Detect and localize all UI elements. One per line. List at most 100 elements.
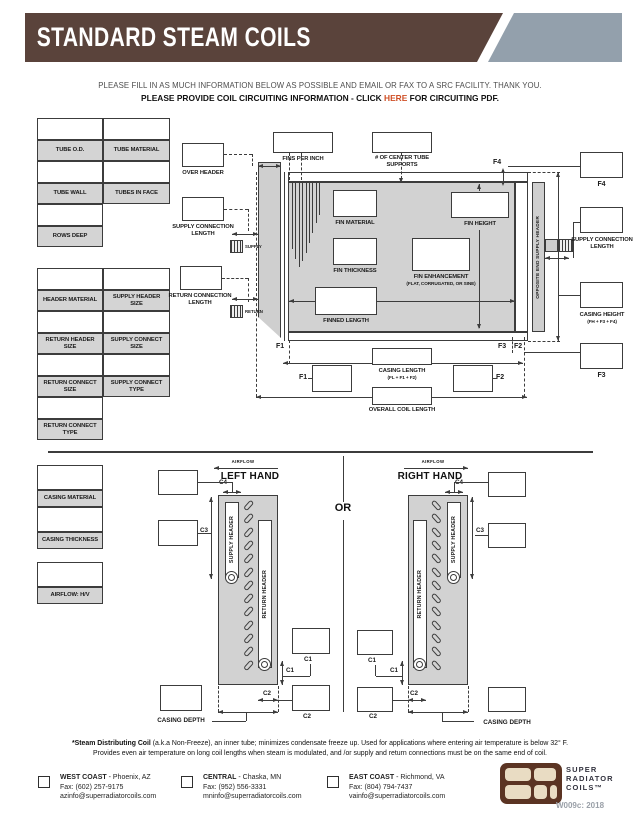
header-material-label: HEADER MATERIAL (37, 290, 103, 311)
fin (309, 183, 311, 243)
fin (319, 183, 321, 215)
ar (463, 709, 468, 714)
hl (283, 676, 310, 678)
decor: mninfo@superradiatorcoils.com (203, 793, 302, 801)
hl (214, 468, 278, 470)
here-link[interactable]: HERE (384, 93, 408, 103)
title-bar: STANDARD STEAM COILS (25, 13, 503, 62)
rh-c3-input[interactable] (488, 523, 526, 548)
decor: Fax: (602) 257-9175 (60, 783, 124, 791)
ar (273, 697, 278, 702)
ar (500, 168, 505, 173)
tube (431, 552, 442, 565)
rh-c1-input[interactable] (357, 630, 393, 655)
hdash (224, 154, 252, 155)
ar (399, 680, 404, 685)
rh-casing-depth-input[interactable] (488, 687, 526, 712)
central-checkbox[interactable] (181, 776, 193, 788)
tube-wall-input[interactable] (37, 161, 103, 183)
supply-connection-length-right-input[interactable] (580, 207, 623, 233)
vdash (256, 172, 257, 397)
hl (408, 700, 426, 702)
header-material-input[interactable] (37, 268, 103, 290)
decor: WEST COAST - Phoenix, AZ (60, 773, 156, 783)
lh-casing-depth-input[interactable] (160, 685, 202, 711)
lh-c1-input[interactable] (292, 628, 330, 654)
decor: *Steam Distributing Coil (a.k.a Non-Free… (72, 740, 568, 747)
f1-input[interactable] (312, 365, 352, 392)
return-connection-length-input[interactable] (180, 266, 222, 290)
decor: WEST COAST (60, 774, 107, 781)
fin-height-input[interactable] (451, 192, 509, 218)
src-logo-icon (500, 763, 562, 804)
tube-od-input[interactable] (37, 118, 103, 140)
center-tube-supports-input[interactable] (372, 132, 432, 153)
finned-length-input[interactable] (315, 287, 377, 315)
rows-deep-input[interactable] (37, 204, 103, 226)
vl (503, 170, 505, 184)
supply-connection-length-left-input[interactable] (182, 197, 224, 221)
tube (431, 526, 442, 538)
over-header-input[interactable] (182, 143, 224, 167)
hdash (222, 278, 248, 279)
ar (253, 296, 258, 301)
hl (232, 234, 258, 236)
rh-c2-input[interactable] (357, 687, 393, 712)
vl (402, 661, 404, 685)
decor: OPPOSITE END SUPPLY HEADER (536, 215, 541, 299)
fin-thickness-label: FIN THICKNESS (333, 268, 377, 274)
f2-input[interactable] (453, 365, 493, 392)
hl (218, 712, 278, 714)
hl (258, 166, 281, 168)
fin (292, 183, 294, 249)
return-header-size-input[interactable] (37, 311, 103, 333)
supply-header-size-input[interactable] (103, 268, 170, 290)
f3-input[interactable] (580, 343, 623, 369)
circuiting-instruction: PLEASE PROVIDE COIL CIRCUITING INFORMATI… (0, 93, 640, 103)
tubes-in-face-input[interactable] (103, 161, 170, 183)
lh-c3-input[interactable] (158, 520, 198, 546)
lh-c3-dim-label: C3 (200, 527, 209, 534)
return-connect-size-input[interactable] (37, 354, 103, 376)
end-plate (515, 182, 528, 332)
lh-c2-dim-label: C2 (263, 690, 272, 697)
hl (475, 535, 488, 537)
supply-connect-type-input[interactable] (103, 354, 170, 376)
tube-material-input[interactable] (103, 118, 170, 140)
hl (404, 468, 468, 470)
lh-c4-input[interactable] (158, 470, 198, 495)
east-coast-checkbox[interactable] (327, 776, 339, 788)
rh-c2-input-label: C2 (369, 713, 378, 720)
vl (211, 497, 213, 579)
overall-coil-length-input[interactable] (372, 387, 432, 405)
casing-material-input[interactable] (37, 465, 103, 490)
west-coast-checkbox[interactable] (38, 776, 50, 788)
fin-enhancement-label: FIN ENHANCEMENT(FLAT, CORRUGATED, OR SIN… (399, 274, 483, 286)
ar (223, 489, 228, 494)
fin-thickness-input[interactable] (333, 238, 377, 265)
casing-length-input[interactable] (372, 348, 432, 365)
casing-thickness-input[interactable] (37, 507, 103, 532)
hl (454, 482, 488, 484)
fin-enhancement-input[interactable] (412, 238, 470, 271)
ar (399, 661, 404, 666)
ar (564, 255, 569, 260)
or-label: OR (334, 502, 352, 514)
ar (469, 497, 474, 502)
rh-c4-input[interactable] (488, 472, 526, 497)
fins-per-inch-input[interactable] (273, 132, 333, 153)
f4-input[interactable] (580, 152, 623, 178)
casing-height-input[interactable] (580, 282, 623, 308)
fin-material-input[interactable] (333, 190, 377, 217)
ar (276, 163, 281, 168)
decor: SUPER (566, 765, 598, 774)
tube (243, 606, 254, 618)
vl (343, 456, 345, 502)
airflow-input[interactable] (37, 562, 103, 587)
supply-connect-size-input[interactable] (103, 311, 170, 333)
opposite-end-supply-header: OPPOSITE END SUPPLY HEADER (532, 182, 545, 332)
lh-c2-input[interactable] (292, 685, 330, 711)
return-connect-type-input[interactable] (37, 397, 103, 419)
hl (545, 258, 569, 260)
lh-return-header: RETURN HEADER (258, 520, 272, 668)
